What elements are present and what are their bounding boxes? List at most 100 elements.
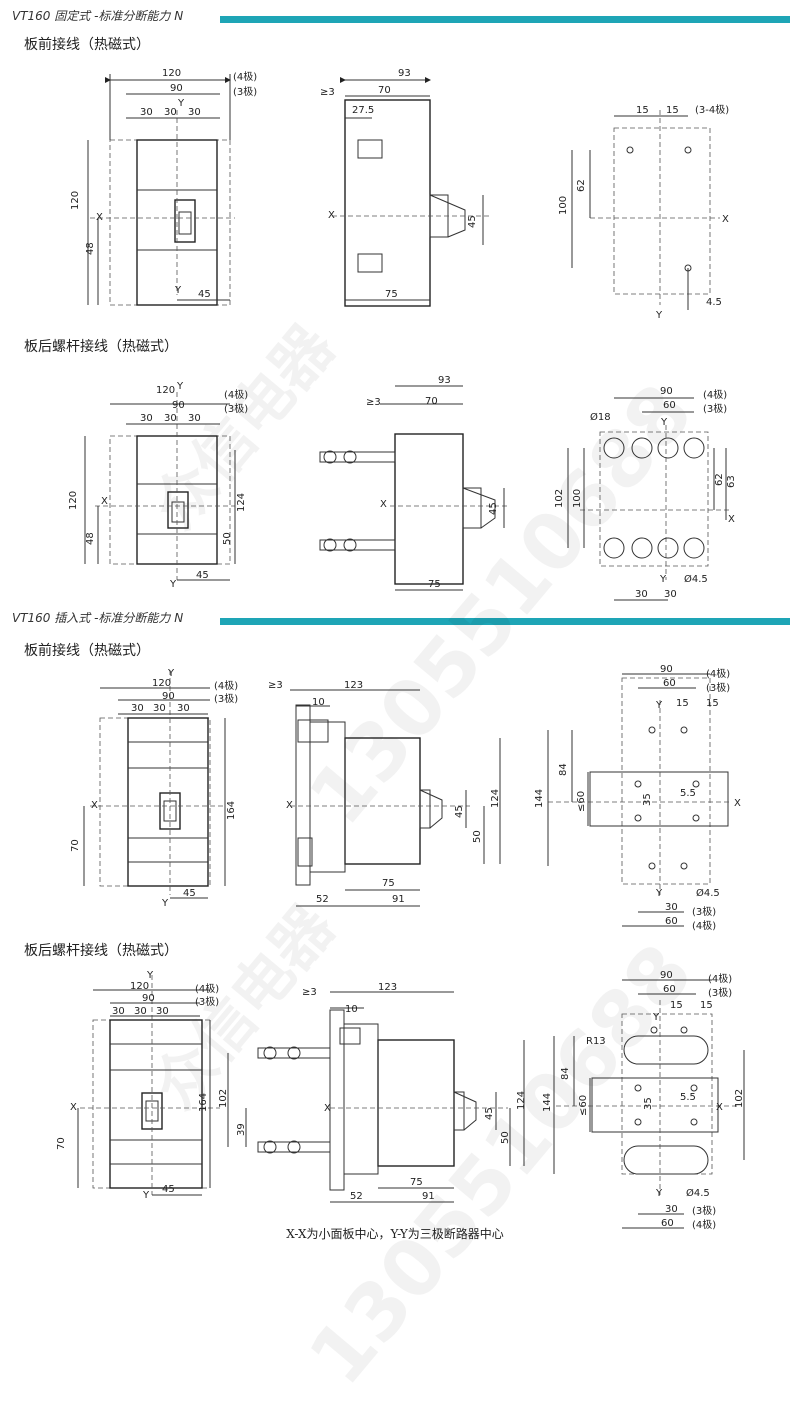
dim-60: 60 bbox=[663, 984, 676, 995]
dim-10: 10 bbox=[345, 1004, 358, 1015]
dim-120-vertical: 120 bbox=[68, 491, 79, 510]
dim-15: 15 bbox=[666, 105, 679, 116]
label-4pole: (4极) bbox=[195, 982, 219, 995]
subtitle-rear-fixed: 板后螺杆接线（热磁式） bbox=[24, 339, 178, 355]
dim-15: 15 bbox=[676, 698, 689, 709]
axis-x: X bbox=[716, 1102, 723, 1113]
footer-note: X-X为小面板中心，Y-Y为三极断路器中心 bbox=[286, 1227, 504, 1241]
dim-phi18: Ø18 bbox=[590, 411, 611, 423]
dim-50: 50 bbox=[500, 1131, 511, 1144]
dim-91: 91 bbox=[422, 1191, 435, 1202]
dim-30: 30 bbox=[140, 413, 153, 424]
dim-93: 93 bbox=[398, 68, 411, 79]
section-title-fixed: VT160 固定式 -标准分断能力 N bbox=[12, 9, 184, 23]
dim-60: 60 bbox=[663, 678, 676, 689]
header-accent-bar bbox=[220, 618, 790, 625]
axis-y: Y bbox=[174, 285, 182, 296]
dim-ge3: ≥3 bbox=[366, 397, 381, 408]
dim-100: 100 bbox=[558, 196, 569, 215]
dim-30: 30 bbox=[112, 1006, 125, 1017]
axis-y: Y bbox=[161, 898, 169, 909]
dim-30: 30 bbox=[153, 703, 166, 714]
label-4pole: (4极) bbox=[706, 667, 730, 680]
dim-75: 75 bbox=[428, 579, 441, 590]
label-4pole: (4极) bbox=[708, 972, 732, 985]
axis-x: X bbox=[70, 1102, 77, 1113]
axis-y: Y bbox=[659, 574, 667, 585]
dim-70: 70 bbox=[378, 85, 391, 96]
axis-x: X bbox=[286, 800, 293, 811]
label-3pole: (3极) bbox=[233, 85, 257, 98]
dim-60: 60 bbox=[665, 916, 678, 927]
dim-124: 124 bbox=[490, 789, 501, 808]
axis-x: X bbox=[328, 210, 335, 221]
dim-123: 123 bbox=[378, 982, 397, 993]
drawing-fixed-front-holes bbox=[571, 110, 720, 310]
dim-70: 70 bbox=[425, 396, 438, 407]
dims-plugin-rear-frontview: Y 120 (4极) 90 (3极) 30 30 30 X 164 70 45 … bbox=[56, 970, 219, 1201]
dim-50: 50 bbox=[222, 532, 233, 545]
dim-15: 15 bbox=[700, 1000, 713, 1011]
dim-120: 120 bbox=[130, 981, 149, 992]
dim-100: 100 bbox=[572, 489, 583, 508]
dim-90: 90 bbox=[172, 400, 185, 411]
technical-drawings: 120 90 (4极) (3极) Y 30 30 30 120 X 48 Y 4… bbox=[56, 68, 745, 1231]
dim-le60: ≤60 bbox=[578, 1095, 589, 1116]
dim-48: 48 bbox=[85, 532, 96, 545]
axis-y: Y bbox=[655, 310, 663, 321]
dim-45: 45 bbox=[162, 1184, 175, 1195]
dim-120-vertical: 120 bbox=[70, 191, 81, 210]
subtitle-rear-plugin: 板后螺杆接线（热磁式） bbox=[24, 943, 178, 959]
label-3pole: (3极) bbox=[708, 986, 732, 999]
drawing-plugin-rear-sideview bbox=[227, 991, 525, 1203]
dim-45: 45 bbox=[198, 289, 211, 300]
dim-5-5: 5.5 bbox=[680, 788, 696, 799]
dim-ge3: ≥3 bbox=[302, 987, 317, 998]
axis-x: X bbox=[96, 212, 103, 223]
axis-y: Y bbox=[167, 668, 175, 679]
section-title-plugin: VT160 插入式 -标准分断能力 N bbox=[12, 611, 184, 625]
axis-x: X bbox=[380, 499, 387, 510]
dim-30: 30 bbox=[664, 589, 677, 600]
dim-15: 15 bbox=[706, 698, 719, 709]
dim-45: 45 bbox=[196, 570, 209, 581]
dim-70: 70 bbox=[70, 839, 81, 852]
dim-35: 35 bbox=[642, 793, 653, 806]
dims-plugin-front-sideview: ≥3 123 10 X 45 124 50 75 52 91 bbox=[268, 680, 501, 905]
axis-y: Y bbox=[142, 1190, 150, 1201]
dim-90: 90 bbox=[660, 386, 673, 397]
drawing-fixed-rear-sideview bbox=[319, 385, 510, 591]
dim-30: 30 bbox=[665, 1204, 678, 1215]
axis-y: Y bbox=[146, 970, 154, 981]
label-3pole: (3极) bbox=[706, 681, 730, 694]
dim-phi4-5: Ø4.5 bbox=[684, 573, 708, 585]
dim-30: 30 bbox=[131, 703, 144, 714]
dim-90: 90 bbox=[170, 83, 183, 94]
dim-75: 75 bbox=[382, 878, 395, 889]
axis-y: Y bbox=[655, 700, 663, 711]
dim-90: 90 bbox=[142, 993, 155, 1004]
dim-52: 52 bbox=[316, 894, 329, 905]
label-4pole: (4极) bbox=[224, 388, 248, 401]
dim-30: 30 bbox=[156, 1006, 169, 1017]
subtitle-front-fixed: 板前接线（热磁式） bbox=[24, 37, 150, 53]
dims-fixed-front-frontview: 120 90 (4极) (3极) Y 30 30 30 120 X 48 Y 4… bbox=[70, 68, 257, 300]
dim-15: 15 bbox=[636, 105, 649, 116]
dim-62: 62 bbox=[576, 179, 587, 192]
dim-63: 63 bbox=[726, 475, 737, 488]
subtitle-front-plugin: 板前接线（热磁式） bbox=[24, 643, 150, 659]
label-4pole: (4极) bbox=[703, 388, 727, 401]
label-4pole: (4极) bbox=[692, 1218, 716, 1231]
dim-102: 102 bbox=[734, 1089, 745, 1108]
axis-x: X bbox=[101, 496, 108, 507]
dim-144: 144 bbox=[534, 789, 545, 808]
label-4pole: (4极) bbox=[692, 919, 716, 932]
dim-35: 35 bbox=[643, 1097, 654, 1110]
dim-84: 84 bbox=[560, 1067, 571, 1080]
dim-45: 45 bbox=[488, 502, 499, 515]
dim-30: 30 bbox=[164, 413, 177, 424]
axis-y: Y bbox=[177, 98, 185, 109]
dim-144: 144 bbox=[542, 1093, 553, 1112]
dims-plugin-rear-sideview: ≥3 123 10 102 X 39 45 124 50 75 52 91 bbox=[218, 982, 527, 1202]
drawing-plugin-front-frontview bbox=[83, 670, 226, 899]
